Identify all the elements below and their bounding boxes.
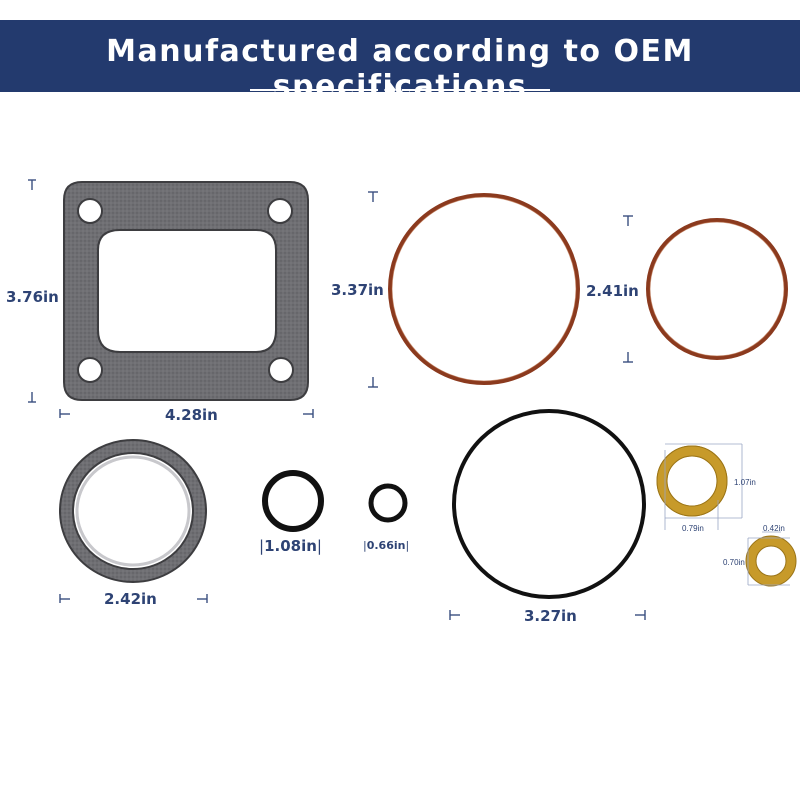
black-oring-large-label: 3.27in xyxy=(524,607,577,625)
brown-oring-large-label: 3.37in xyxy=(331,281,384,299)
gasket-width-label: 4.28in xyxy=(165,406,218,424)
yellow-oring-large-outer-label: 1.07in xyxy=(734,478,756,487)
brown-oring-large xyxy=(388,193,580,385)
bolt-hole xyxy=(267,198,293,224)
yellow-oring-large-inner-label: 0.79in xyxy=(682,524,704,533)
black-oring-large xyxy=(452,409,646,599)
yellow-ring-guides xyxy=(664,443,790,586)
dimension-ticks xyxy=(28,179,646,620)
black-oring-small-label: |0.66in| xyxy=(363,539,410,552)
yellow-oring-small-outer-label: 0.70in xyxy=(723,558,745,567)
bolt-hole xyxy=(268,357,294,383)
black-oring-medium-label: |1.08in| xyxy=(259,537,322,555)
round-gasket xyxy=(59,439,207,583)
round-gasket-label: 2.42in xyxy=(104,590,157,608)
brown-oring-small xyxy=(646,218,788,360)
banner-title: Manufactured according to OEM specificat… xyxy=(106,34,694,104)
brown-oring-small-label: 2.41in xyxy=(586,282,639,300)
black-oring-small xyxy=(368,483,408,523)
banner-underline-ornament xyxy=(250,82,550,98)
header-banner: Manufactured according to OEM specificat… xyxy=(0,20,800,104)
yellow-oring-small xyxy=(746,536,796,586)
yellow-oring-small-width-label: 0.42in xyxy=(763,524,785,533)
gasket-height-label: 3.76in xyxy=(6,288,59,306)
bolt-hole xyxy=(77,198,103,224)
yellow-oring-large xyxy=(656,445,728,517)
black-oring-medium xyxy=(262,470,324,532)
square-gasket xyxy=(63,181,309,401)
bolt-hole xyxy=(77,357,103,383)
